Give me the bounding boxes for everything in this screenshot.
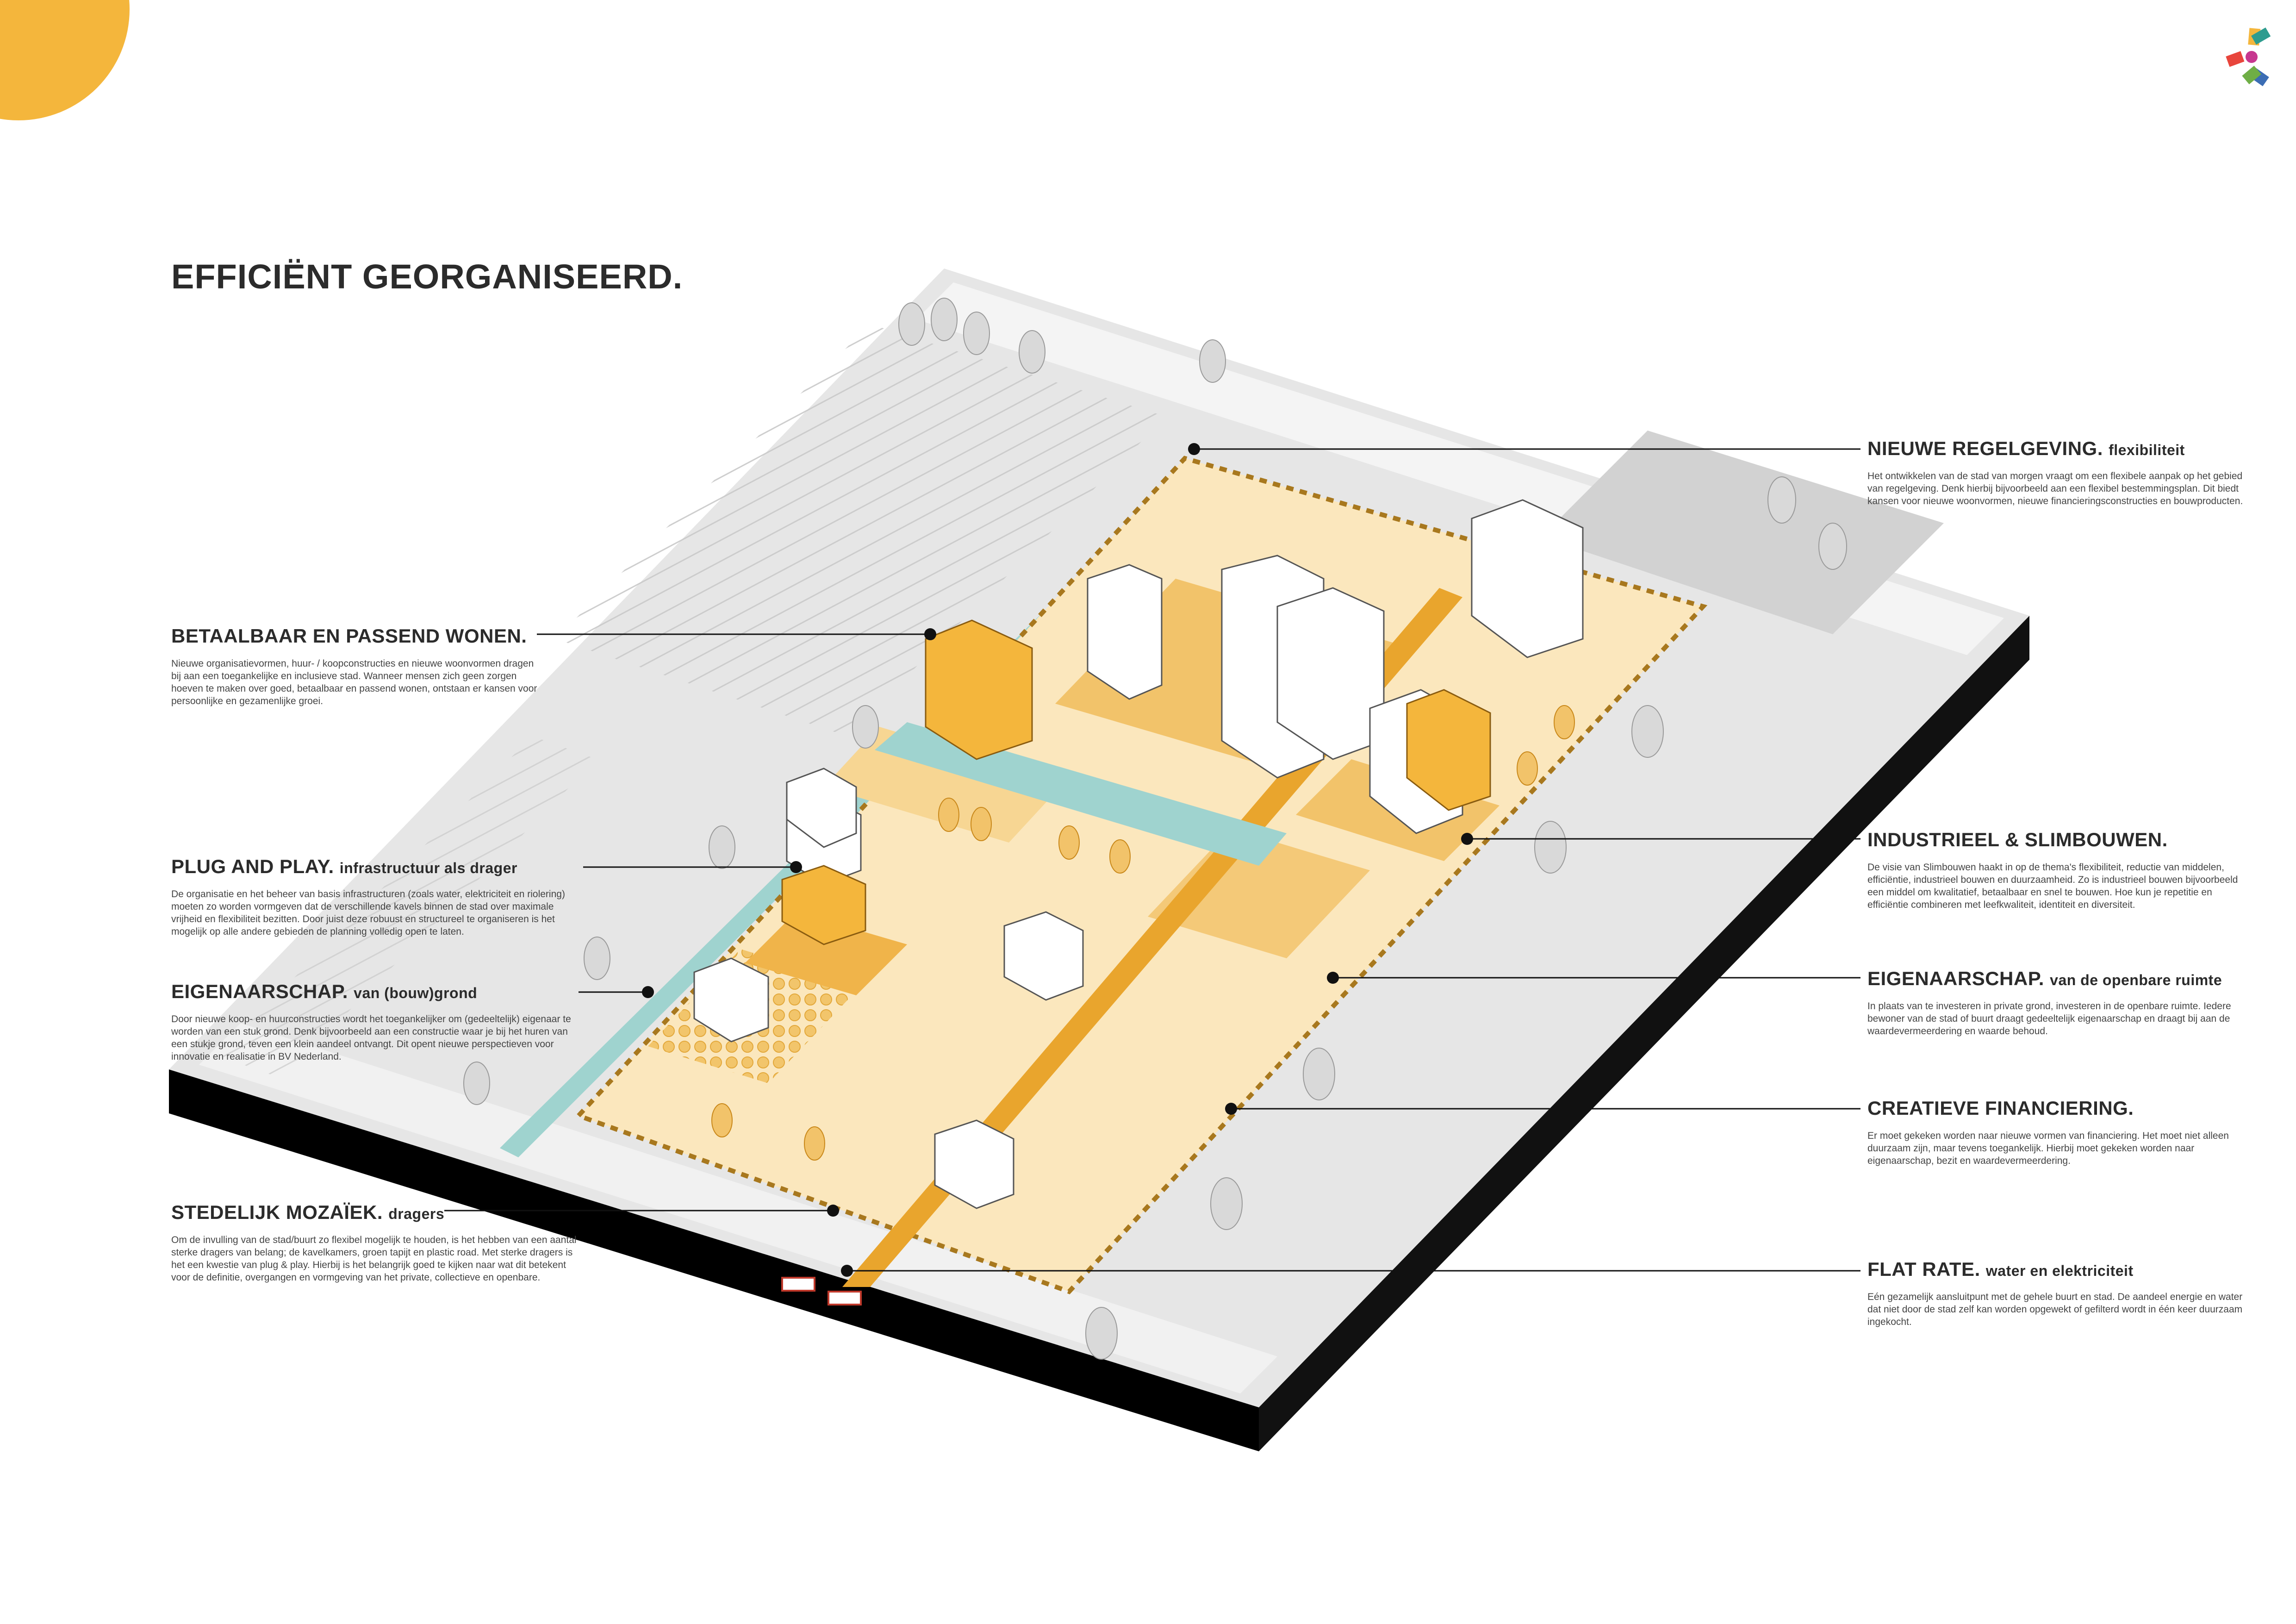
leader-lines [444,448,1860,1272]
field-strips-2 [218,736,597,1079]
callout-title: EIGENAARSCHAP. van (bouw)grond [171,981,478,1002]
page-title: EFFICIËNT GEORGANISEERD. [171,257,683,296]
base-slab-side-left [169,1069,1259,1451]
callout-title: CREATIEVE FINANCIERING. [1867,1097,2134,1119]
callout-title: PLUG AND PLAY. infrastructuur als drager [171,856,517,877]
utility-connection-icon [781,1277,862,1305]
callout-betaalbaar-wonen: BETAALBAAR EN PASSEND WONEN. Nieuwe orga… [171,625,541,707]
logo-petal-green [2242,65,2261,85]
callout-title: EIGENAARSCHAP. van de openbare ruimte [1867,968,2222,989]
callout-industrieel-slimbouwen: INDUSTRIEEL & SLIMBOUWEN. De visie van S… [1867,829,2247,911]
callout-title: NIEUWE REGELGEVING. flexibiliteit [1867,437,2185,459]
callout-text: Om de invulling van de stad/buurt zo fle… [171,1235,577,1283]
callout-text: Eén gezamelijk aansluitpunt met de gehel… [1867,1292,2243,1327]
callout-title: BETAALBAAR EN PASSEND WONEN. [171,625,527,647]
callout-text: In plaats van te investeren in private g… [1867,1001,2231,1037]
callout-eigenaarschap-grond: EIGENAARSCHAP. van (bouw)grond Door nieu… [171,981,579,1063]
callout-text: Nieuwe organisatievormen, huur- / koopco… [171,658,537,706]
callout-title: FLAT RATE. water en elektriciteit [1867,1258,2134,1280]
callout-plug-and-play: PLUG AND PLAY. infrastructuur als drager… [171,856,569,938]
callout-eigenaarschap-openbare-ruimte: EIGENAARSCHAP. van de openbare ruimte In… [1867,968,2265,1037]
leader-dots [642,443,1473,1277]
plan-area [579,458,1703,1292]
callout-nieuwe-regelgeving: NIEUWE REGELGEVING. flexibiliteit Het on… [1867,437,2247,507]
callout-text: De organisatie en het beheer van basis i… [171,889,565,937]
callout-title: INDUSTRIEEL & SLIMBOUWEN. [1867,829,2168,850]
plot-orange-6 [824,727,1064,843]
road-front [199,1023,1277,1393]
pinwheel-logo-icon [2226,27,2271,87]
field-strips [555,324,1166,736]
trees-orange [711,705,1575,1161]
buildings-orange [781,619,1491,945]
callout-creatieve-financiering: CREATIEVE FINANCIERING. Er moet gekeken … [1867,1097,2247,1167]
plot-orange-3 [1148,829,1370,958]
logo-petal-red [2226,51,2245,67]
base-slab-side-right [1259,616,2029,1451]
callout-text: Het ontwikkelen van de stad van morgen v… [1867,471,2243,506]
plot-orange-4 [745,912,907,995]
field-gray-block [1541,431,1944,634]
callout-title: STEDELIJK MOZAÏEK. dragers [171,1201,445,1223]
plan-area-dotted-outline [574,456,1708,1294]
callout-flat-rate: FLAT RATE. water en elektriciteit Eén ge… [1867,1258,2247,1328]
callout-stedelijk-mozaiek: STEDELIJK MOZAÏEK. dragers Om de invulli… [171,1201,579,1284]
callout-text: De visie van Slimbouwen haakt in op de t… [1867,862,2238,910]
callout-text: Er moet gekeken worden naar nieuwe vorme… [1867,1131,2229,1166]
trees-gray [463,298,1847,1360]
callout-text: Door nieuwe koop- en huurconstructies wo… [171,1014,571,1062]
logo-petal-teal [2251,27,2271,45]
logo-center [2246,51,2258,63]
